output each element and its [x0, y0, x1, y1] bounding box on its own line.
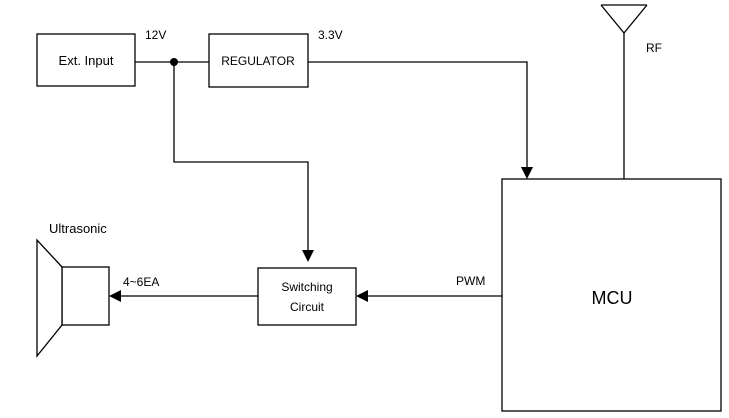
switching-circuit-box	[257, 267, 357, 326]
switching-label-line1: Switching	[281, 280, 332, 294]
ext-input-label: Ext. Input	[59, 53, 114, 68]
regulator-block: REGULATOR	[208, 33, 309, 88]
switching-circuit-block: Switching Circuit	[257, 267, 357, 326]
voltage-33v-label: 3.3V	[318, 28, 343, 42]
arrow-into-ultrasonic	[109, 290, 121, 302]
voltage-12v-label: 12V	[145, 28, 166, 42]
ext-input-box	[36, 33, 136, 87]
antenna-icon	[600, 4, 648, 179]
regulator-box	[208, 33, 309, 88]
rf-label: RF	[646, 41, 662, 55]
arrow-into-mcu	[521, 167, 533, 179]
wire-12v-to-switching	[173, 62, 309, 250]
mcu-box	[501, 178, 722, 412]
switching-label-line2: Circuit	[290, 300, 325, 314]
ext-input-block: Ext. Input	[36, 33, 136, 87]
pwm-label: PWM	[456, 274, 485, 288]
ultrasonic-label: Ultrasonic	[49, 221, 107, 236]
arrow-into-switching	[302, 250, 314, 262]
arrow-into-switching-pwm	[356, 290, 368, 302]
regulator-label: REGULATOR	[221, 54, 295, 68]
mcu-label: MCU	[592, 288, 633, 308]
mcu-block: MCU	[501, 178, 722, 412]
count-label: 4~6EA	[123, 275, 159, 289]
ultrasonic-speaker-icon	[36, 238, 110, 358]
wire-regulator-to-mcu	[308, 61, 528, 167]
